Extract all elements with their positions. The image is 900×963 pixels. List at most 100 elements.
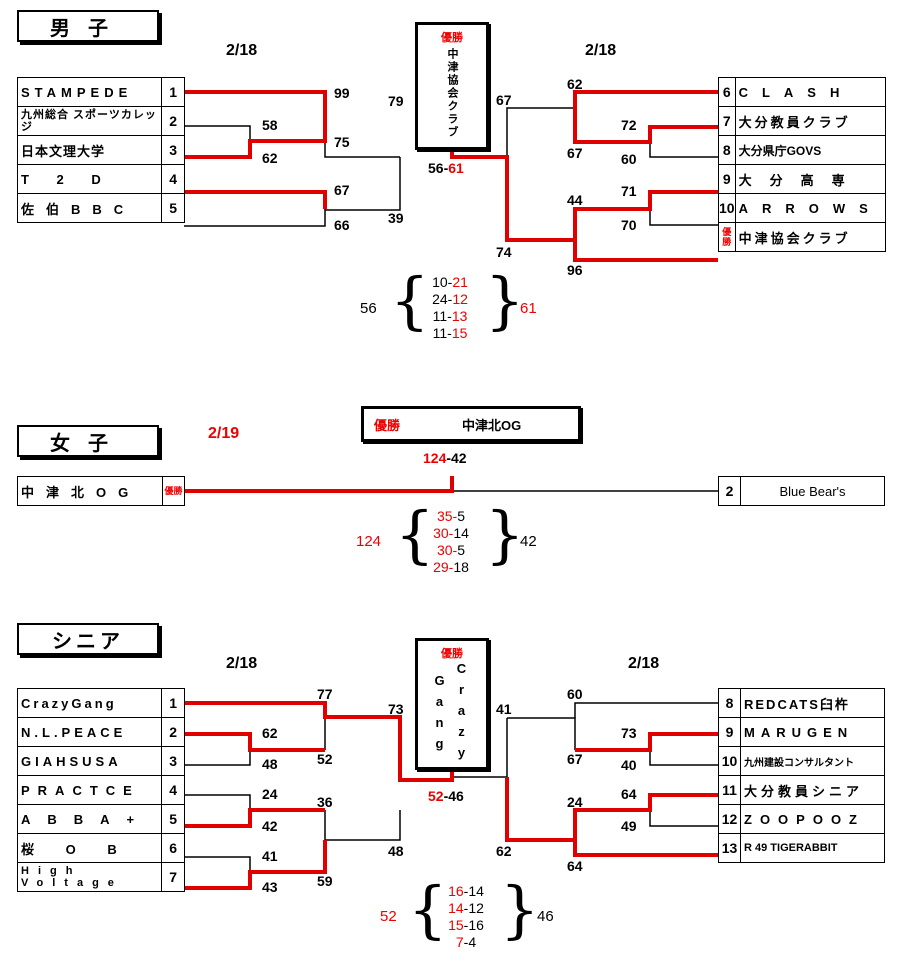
score: 96 <box>567 262 583 278</box>
score: 74 <box>496 244 512 260</box>
men-champion-box: 優勝 中津協会クラブ <box>415 22 489 150</box>
women-breakdown-right: 42 <box>520 533 537 550</box>
score: 40 <box>621 757 637 773</box>
seed: 9 <box>718 717 741 747</box>
score: 43 <box>262 879 278 895</box>
team-name: 桜 O B <box>16 833 163 863</box>
score: 24 <box>262 786 278 802</box>
table-row: 優勝中津協会クラブ <box>718 222 886 252</box>
quarter-a: 11- <box>432 308 452 324</box>
team-name: 大分高専 <box>734 164 886 194</box>
quarter-b: 12 <box>452 291 468 307</box>
team-name: STAMPEDE <box>16 77 163 107</box>
quarter-row: 24-12 <box>420 291 480 308</box>
seed: 6 <box>718 77 736 107</box>
quarter-a: 35- <box>436 508 458 524</box>
champion-tag: 優勝 <box>441 32 463 44</box>
team-name: 大分県庁GOVS <box>734 135 886 165</box>
champion-team: 中津北OG <box>462 417 522 433</box>
team-name: REDCATS臼杵 <box>740 688 885 718</box>
score: 48 <box>388 843 404 859</box>
left-brace: { <box>390 264 430 337</box>
quarter-b: -16 <box>463 917 484 933</box>
senior-champion-box: 優勝 Gang Crazy <box>415 638 489 770</box>
winner-tag: 優勝 <box>718 222 736 252</box>
senior-date-left: 2/18 <box>226 655 258 672</box>
team-name: Blue Bear's <box>740 476 885 506</box>
final-loser-score: -46 <box>443 788 464 804</box>
final-winner-score: 124 <box>423 450 447 466</box>
seed: 1 <box>161 77 185 107</box>
score: 71 <box>621 183 637 199</box>
seed: 5 <box>161 193 185 223</box>
score: 60 <box>567 686 583 702</box>
women-header-label: 女子 <box>50 432 126 455</box>
team-name: ARROWS <box>734 193 886 223</box>
seed: 10 <box>718 746 741 776</box>
seed: 8 <box>718 688 741 718</box>
quarter-row: 10-21 <box>420 274 480 291</box>
women-header: 女子 <box>17 425 159 457</box>
senior-breakdown-left: 52 <box>380 908 397 925</box>
quarter-b: 14 <box>453 525 469 541</box>
seed: 6 <box>161 833 185 863</box>
quarter-a: 10- <box>432 274 453 290</box>
team-name: 九州建設コンサルタント <box>740 746 885 776</box>
seed: 4 <box>161 164 185 194</box>
right-brace: } <box>485 264 525 337</box>
quarter-a: 30- <box>433 525 454 541</box>
team-name: 大分教員シニア <box>740 775 885 805</box>
team-name: T 2 D <box>16 164 163 194</box>
men-header: 男子 <box>17 10 159 42</box>
score: 72 <box>621 117 637 133</box>
quarter-row: 16-14 <box>435 883 497 900</box>
quarter-row: 14-12 <box>435 900 497 917</box>
score: 67 <box>496 92 512 108</box>
quarter-row: 15-16 <box>435 917 497 934</box>
champion-tag: 優勝 <box>441 648 463 660</box>
score: 52 <box>317 751 333 767</box>
seed: 2 <box>718 476 741 506</box>
score: 77 <box>317 686 333 702</box>
score: 67 <box>567 145 583 161</box>
score: 62 <box>262 150 278 166</box>
champion-col-gang: Gang <box>432 673 447 757</box>
score: 59 <box>317 873 333 889</box>
seed: 10 <box>718 193 736 223</box>
men-final-score: 56-61 <box>428 160 464 176</box>
team-name: 中津協会クラブ <box>734 222 886 252</box>
women-champion-box: 優勝 中津北OG <box>361 406 581 442</box>
black-lines <box>184 91 718 872</box>
score: 42 <box>262 818 278 834</box>
quarter-b: 15 <box>451 325 468 341</box>
team-name: 佐伯BBC <box>16 193 163 223</box>
table-row: ABBA+5 <box>16 804 185 834</box>
women-final-score: 124-42 <box>423 450 467 466</box>
quarter-row: 11-15 <box>420 325 480 342</box>
seed: 2 <box>161 106 185 136</box>
score: 79 <box>388 93 404 109</box>
score: 64 <box>621 786 637 802</box>
score: 73 <box>388 701 404 717</box>
left-brace: { <box>408 873 448 946</box>
senior-quarter-breakdown: 16-14 14-12 15-16 7-4 <box>435 883 497 951</box>
seed: 11 <box>718 775 741 805</box>
score: 49 <box>621 818 637 834</box>
score: 67 <box>567 751 583 767</box>
quarter-b: 5 <box>457 542 466 558</box>
quarter-b: 18 <box>453 559 469 575</box>
senior-header: シニア <box>17 623 159 655</box>
seed: 12 <box>718 804 741 834</box>
quarter-row: 30-14 <box>422 525 480 542</box>
